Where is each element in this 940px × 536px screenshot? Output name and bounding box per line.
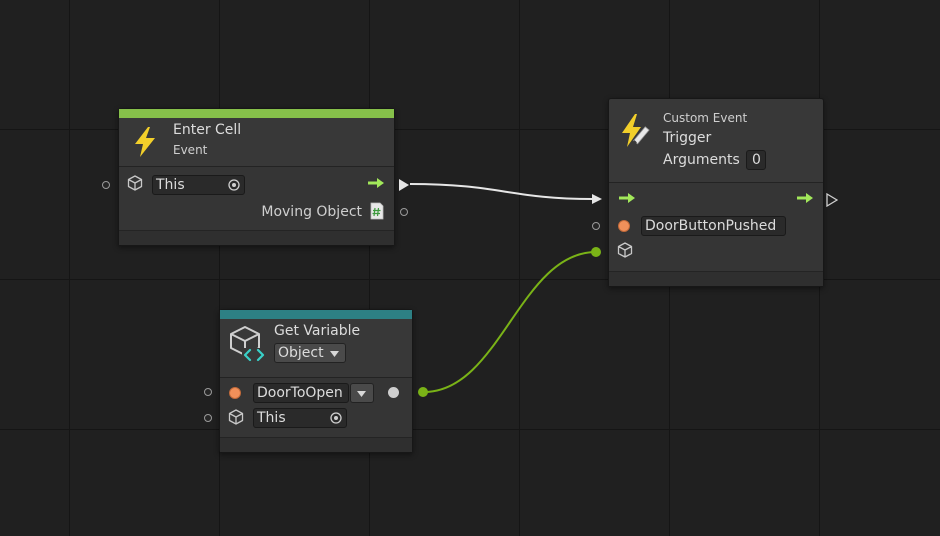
variable-value-output-port[interactable] bbox=[418, 387, 428, 397]
custom-event-title: Trigger bbox=[663, 130, 712, 146]
variable-name-value: DoorToOpen bbox=[257, 385, 343, 401]
enter-cell-header[interactable]: Enter Cell Event bbox=[119, 118, 394, 167]
cube-icon bbox=[617, 242, 633, 258]
variable-name-dropdown-button[interactable] bbox=[350, 383, 374, 403]
variable-kind-value: Object bbox=[278, 345, 324, 361]
arrow-right-icon bbox=[368, 178, 384, 188]
custom-event-body: DoorButtonPushed bbox=[609, 183, 823, 272]
arguments-count-field[interactable]: 0 bbox=[746, 150, 766, 170]
moving-object-output-port[interactable] bbox=[400, 208, 408, 216]
get-variable-target-value: This bbox=[257, 410, 286, 426]
variable-dot-icon bbox=[618, 220, 630, 232]
control-flow-wire-end-arrow bbox=[592, 194, 602, 204]
variable-kind-dropdown[interactable]: Object bbox=[274, 343, 346, 363]
control-flow-wire bbox=[409, 183, 594, 200]
cube-icon bbox=[127, 175, 143, 191]
get-variable-footer bbox=[220, 437, 412, 452]
variable-value-output-dot[interactable] bbox=[388, 387, 399, 398]
caret-down-icon bbox=[330, 351, 339, 357]
variable-name-field[interactable]: DoorToOpen bbox=[253, 383, 349, 403]
event-target-input-port[interactable] bbox=[591, 247, 601, 257]
cube-icon bbox=[228, 409, 244, 425]
value-wire-door-to-open bbox=[423, 251, 597, 393]
target-picker-icon[interactable] bbox=[330, 412, 342, 424]
script-icon bbox=[370, 202, 384, 220]
caret-down-icon bbox=[357, 391, 366, 397]
enter-cell-target-input-port[interactable] bbox=[102, 181, 110, 189]
variable-dot-icon bbox=[229, 387, 241, 399]
enter-cell-node[interactable]: Enter Cell Event This Moving Object bbox=[118, 108, 395, 246]
get-variable-header[interactable]: Get Variable Object bbox=[220, 319, 412, 378]
get-variable-target-field[interactable]: This bbox=[253, 408, 347, 428]
custom-event-node[interactable]: Custom Event Trigger Arguments 0 DoorBut… bbox=[608, 98, 824, 287]
arguments-label: Arguments bbox=[663, 152, 740, 168]
get-variable-node[interactable]: Get Variable Object DoorToOpen This bbox=[219, 309, 413, 453]
custom-event-header[interactable]: Custom Event Trigger Arguments 0 bbox=[609, 99, 823, 183]
custom-event-control-output-port[interactable] bbox=[826, 193, 838, 207]
enter-cell-target-value: This bbox=[156, 177, 185, 193]
enter-cell-accent-strip bbox=[119, 109, 394, 118]
custom-event-subtitle: Custom Event bbox=[663, 111, 748, 125]
cube-code-icon bbox=[230, 326, 266, 362]
arrow-right-icon bbox=[797, 193, 813, 203]
lightning-pencil-icon bbox=[622, 114, 650, 147]
get-variable-body: DoorToOpen This bbox=[220, 378, 412, 437]
event-name-input-port[interactable] bbox=[592, 222, 600, 230]
get-variable-accent-strip bbox=[220, 310, 412, 319]
custom-event-footer bbox=[609, 271, 823, 286]
enter-cell-body: This Moving Object bbox=[119, 167, 394, 231]
arrow-right-icon bbox=[619, 193, 635, 203]
variable-name-input-port[interactable] bbox=[204, 388, 212, 396]
enter-cell-title: Enter Cell bbox=[173, 122, 242, 138]
target-picker-icon[interactable] bbox=[228, 179, 240, 191]
enter-cell-target-field[interactable]: This bbox=[152, 175, 245, 195]
enter-cell-control-output-port[interactable] bbox=[398, 178, 410, 192]
get-variable-title: Get Variable bbox=[274, 323, 361, 339]
lightning-icon bbox=[135, 127, 155, 157]
enter-cell-footer bbox=[119, 230, 394, 245]
get-variable-target-input-port[interactable] bbox=[204, 414, 212, 422]
enter-cell-subtitle: Event bbox=[173, 143, 208, 157]
event-name-field[interactable]: DoorButtonPushed bbox=[641, 216, 786, 236]
moving-object-label: Moving Object bbox=[261, 204, 362, 220]
